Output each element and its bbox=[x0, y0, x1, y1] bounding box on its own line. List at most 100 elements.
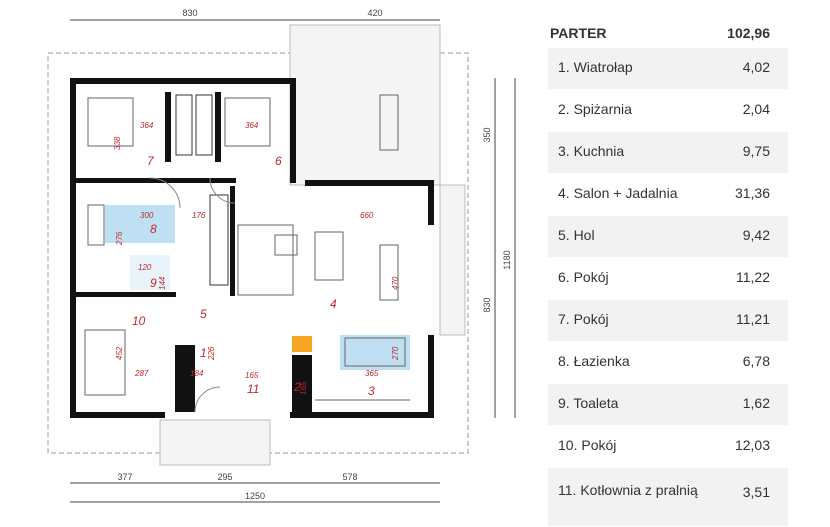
bathroom-fill bbox=[105, 205, 175, 243]
table-row: 5. Hol 9,42 bbox=[548, 216, 788, 258]
coffee-table bbox=[274, 234, 298, 256]
door-arc-3 bbox=[194, 386, 221, 413]
row-name: 1. Wiatrołap bbox=[558, 59, 633, 75]
terrace-table bbox=[379, 94, 399, 151]
meas: 452 bbox=[115, 346, 124, 360]
meas: 120 bbox=[138, 263, 152, 272]
table-total: 102,96 bbox=[727, 25, 770, 41]
meas: 364 bbox=[245, 121, 259, 130]
wc-fill bbox=[130, 255, 170, 290]
meas: 176 bbox=[192, 211, 206, 220]
entrance-porch bbox=[159, 419, 271, 466]
meas: 365 bbox=[365, 369, 379, 378]
table-row: 7. Pokój 11,21 bbox=[548, 300, 788, 342]
row-value: 9,42 bbox=[742, 227, 770, 243]
row-name: 7. Pokój bbox=[558, 311, 609, 327]
meas: 165 bbox=[299, 381, 308, 395]
bathtub bbox=[87, 204, 105, 246]
meas: 276 bbox=[115, 231, 124, 246]
row-name: 9. Toaleta bbox=[558, 395, 619, 411]
table-row: 9. Toaleta 1,62 bbox=[548, 384, 788, 426]
meas: 470 bbox=[391, 276, 400, 290]
meas: 270 bbox=[391, 346, 400, 361]
room-number-8: 8 bbox=[150, 222, 157, 236]
room-number-10: 10 bbox=[132, 314, 146, 328]
row-name: 3. Kuchnia bbox=[558, 143, 625, 159]
table-row: 8. Łazienka 6,78 bbox=[548, 342, 788, 384]
row-value: 6,78 bbox=[742, 353, 770, 369]
table-row: 1. Wiatrołap 4,02 bbox=[548, 48, 788, 90]
dim-right-1180: 1180 bbox=[502, 250, 512, 269]
meas: 184 bbox=[190, 369, 204, 378]
meas: 338 bbox=[113, 136, 122, 150]
dim-right-830: 830 bbox=[482, 297, 492, 312]
row-value: 12,03 bbox=[734, 437, 770, 453]
dim-bottom-2: 295 bbox=[217, 472, 232, 482]
dim-bottom-1: 377 bbox=[117, 472, 132, 482]
row-value: 4,02 bbox=[742, 59, 770, 75]
table-rows: 1. Wiatrołap 4,02 2. Spiżarnia 2,04 3. Kuc… bbox=[548, 48, 788, 527]
bed-6 bbox=[224, 97, 271, 147]
room-number-2: 2 bbox=[293, 380, 301, 394]
row-name: 8. Łazienka bbox=[558, 353, 630, 369]
terrace-area bbox=[289, 24, 441, 186]
meas: 287 bbox=[134, 369, 149, 378]
dining-table bbox=[379, 244, 399, 301]
table-title: PARTER bbox=[550, 25, 607, 41]
dim-top-right: 420 bbox=[367, 8, 382, 18]
terrace-right bbox=[439, 184, 466, 336]
kitchen-island bbox=[344, 337, 406, 367]
room-number-9: 9 bbox=[150, 276, 157, 290]
row-name: 11. Kotłownia z pralnią bbox=[558, 482, 698, 498]
fireplace bbox=[292, 336, 312, 352]
dim-right-350: 350 bbox=[482, 127, 492, 142]
row-name: 10. Pokój bbox=[558, 437, 617, 453]
row-value: 3,51 bbox=[742, 484, 770, 500]
meas: 300 bbox=[140, 211, 154, 220]
bed-7 bbox=[87, 97, 134, 147]
dim-bottom-total: 1250 bbox=[245, 491, 265, 501]
meas: 660 bbox=[360, 211, 374, 220]
room-number-6: 6 bbox=[275, 154, 282, 168]
meas: 364 bbox=[140, 121, 154, 130]
row-value: 11,21 bbox=[736, 311, 770, 327]
table-row: 4. Salon + Jadalnia 31,36 bbox=[548, 174, 788, 216]
table-row: 11. Kotłownia z pralnią 3,51 bbox=[548, 468, 788, 527]
door-arc bbox=[149, 177, 181, 209]
area-table: PARTER 102,96 1. Wiatrołap 4,02 2. Spiżar… bbox=[548, 18, 788, 527]
row-name: 4. Salon + Jadalnia bbox=[558, 185, 678, 201]
meas: 165 bbox=[245, 371, 259, 380]
row-value: 9,75 bbox=[742, 143, 770, 159]
row-value: 1,62 bbox=[742, 395, 770, 411]
wardrobe-3 bbox=[209, 194, 229, 286]
room-number-11: 11 bbox=[247, 382, 259, 396]
row-name: 6. Pokój bbox=[558, 269, 609, 285]
table-row: 10. Pokój 12,03 bbox=[548, 426, 788, 468]
table-row: 2. Spiżarnia 2,04 bbox=[548, 90, 788, 132]
room-number-5: 5 bbox=[200, 307, 207, 321]
row-name: 5. Hol bbox=[558, 227, 595, 243]
floor-plan: 830 420 377 295 578 1250 350 1180 830 7 … bbox=[47, 8, 516, 503]
row-name: 2. Spiżarnia bbox=[558, 101, 632, 117]
table-row: 6. Pokój 11,22 bbox=[548, 258, 788, 300]
sofa bbox=[237, 224, 294, 296]
meas: 226 bbox=[207, 346, 216, 361]
room-number-3: 3 bbox=[368, 384, 375, 398]
bed-10 bbox=[84, 329, 126, 396]
room-number-4: 4 bbox=[330, 297, 337, 311]
row-value: 31,36 bbox=[734, 185, 770, 201]
door-arc-2 bbox=[209, 177, 236, 204]
dim-top-left: 830 bbox=[182, 8, 197, 18]
wardrobe-2 bbox=[195, 94, 213, 156]
armchair bbox=[314, 231, 344, 281]
room-number-7: 7 bbox=[147, 154, 155, 168]
dim-bottom-3: 578 bbox=[342, 472, 357, 482]
row-value: 2,04 bbox=[742, 101, 770, 117]
room-number-1: 1 bbox=[200, 346, 207, 360]
walls bbox=[70, 78, 434, 418]
meas: 144 bbox=[158, 276, 167, 290]
row-value: 11,22 bbox=[736, 269, 770, 285]
table-header: PARTER 102,96 bbox=[548, 18, 788, 48]
plot-outline bbox=[47, 52, 469, 454]
wardrobe-1 bbox=[175, 94, 193, 156]
